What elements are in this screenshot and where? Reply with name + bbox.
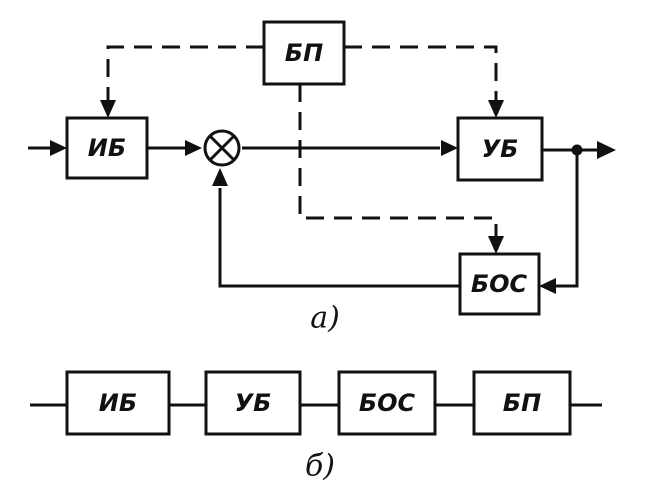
bos-input-arrow-icon [539, 278, 556, 294]
bp-to-ub-dashed-line [344, 45, 498, 104]
block-bp-label: БП [285, 39, 323, 67]
series-block-bp-label: БП [503, 389, 541, 417]
ib-power-arrow-icon [100, 100, 116, 118]
ub-power-arrow-icon [488, 100, 504, 118]
bp-to-bos-dashed-line [298, 84, 498, 240]
output-arrow-icon [597, 141, 616, 159]
power-lines [106, 45, 498, 240]
summer-input-arrow-icon [185, 140, 202, 156]
bos-to-summer-line [218, 188, 460, 288]
series-block-ib-label: ИБ [99, 389, 137, 417]
series-block-bos-label: БОС [359, 389, 416, 417]
caption-b: б) [305, 449, 335, 484]
summing-junction [203, 129, 241, 167]
block-bos: БОС [458, 252, 541, 316]
feedback-arrow-icon [212, 168, 228, 186]
block-bp: БП [262, 20, 346, 86]
series-block-bos: БОС [337, 370, 437, 436]
ub-input-arrow-icon [441, 140, 458, 156]
bp-to-ib-dashed-line [106, 45, 264, 104]
signal-lines [28, 146, 598, 288]
series-block-ib: ИБ [65, 370, 171, 436]
series-block-ub-label: УБ [235, 389, 272, 417]
block-ib: ИБ [65, 116, 149, 180]
caption-a: а) [310, 301, 340, 336]
input-arrow-icon [50, 140, 67, 156]
output-to-bos-line [553, 150, 579, 288]
block-ib-label: ИБ [88, 134, 126, 162]
block-ub-label: УБ [482, 135, 519, 163]
series-block-bp: БП [472, 370, 572, 436]
series-block-ub: УБ [204, 370, 302, 436]
bos-power-arrow-icon [488, 236, 504, 254]
junction-dot [571, 144, 583, 156]
block-ub: УБ [456, 116, 544, 182]
block-bos-label: БОС [471, 270, 528, 298]
arrow-heads [50, 100, 616, 294]
